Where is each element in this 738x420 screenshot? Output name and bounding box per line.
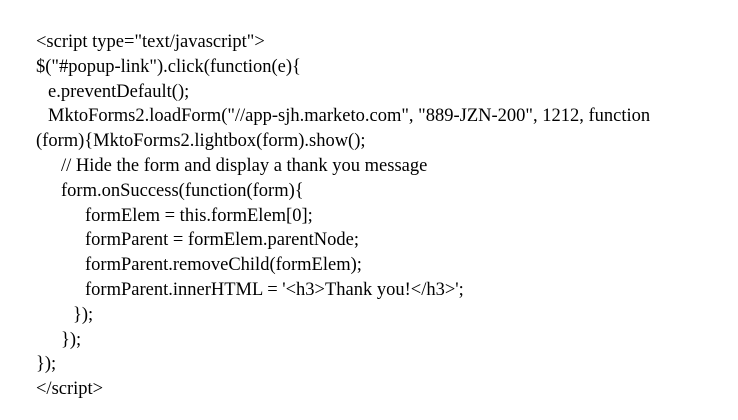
code-line: form.onSuccess(function(form){ xyxy=(61,180,304,201)
code-listing: <script type="text/javascript"> $("#popup… xyxy=(36,30,726,402)
code-line: }); xyxy=(61,329,82,350)
code-line: e.preventDefault(); xyxy=(48,81,190,102)
code-line: formParent.removeChild(formElem); xyxy=(85,255,362,276)
code-line: MktoForms2.loadForm("//app-sjh.marketo.c… xyxy=(48,106,651,127)
code-line: formParent.innerHTML = '<h3>Thank you!</… xyxy=(85,279,464,300)
code-line: // Hide the form and display a thank you… xyxy=(61,155,428,176)
code-line: (form){MktoForms2.lightbox(form).show(); xyxy=(36,131,366,152)
code-line: }); xyxy=(73,304,94,325)
code-line: </script> xyxy=(36,379,104,400)
code-line: $("#popup-link").click(function(e){ xyxy=(36,56,301,77)
code-line: <script type="text/javascript"> xyxy=(36,32,265,52)
code-line: formParent = formElem.parentNode; xyxy=(85,230,359,251)
code-line: }); xyxy=(36,354,57,375)
code-line: formElem = this.formElem[0]; xyxy=(85,205,313,226)
